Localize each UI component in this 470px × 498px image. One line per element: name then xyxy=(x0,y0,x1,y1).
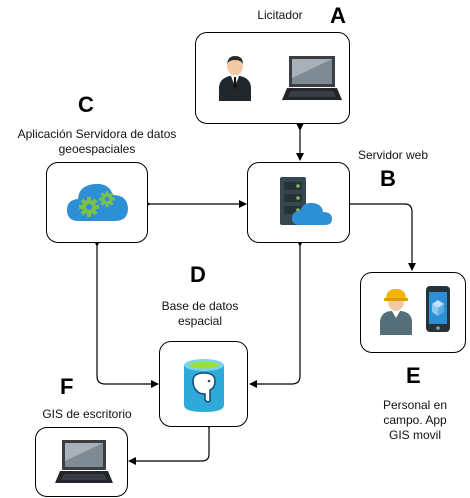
caption-personal-campo-line-1: Personal en xyxy=(382,398,448,412)
caption-licitador: Licitador xyxy=(257,8,303,22)
edge-b-e xyxy=(343,200,416,271)
edge-c-d xyxy=(93,239,159,388)
caption-aplicacion-servidora-line-1: Aplicación Servidora de datos xyxy=(17,127,177,141)
node-gis-escritorio[interactable] xyxy=(35,427,128,497)
node-servidor-web[interactable] xyxy=(247,162,350,243)
label-letter-b: B xyxy=(380,166,396,191)
cloud-gears-icon xyxy=(67,183,128,221)
caption-personal-campo-line-2: campo. App xyxy=(383,413,447,427)
laptop-icon xyxy=(55,440,113,483)
node-personal-campo[interactable] xyxy=(360,272,466,353)
label-letter-f: F xyxy=(60,374,74,399)
laptop-icon xyxy=(282,56,342,100)
label-letter-a: A xyxy=(330,3,346,28)
edge-d-f xyxy=(128,421,213,465)
label-letter-c: C xyxy=(78,92,94,117)
mobile-app-icon xyxy=(426,286,450,332)
businessman-icon xyxy=(219,56,251,101)
postgresql-database-icon xyxy=(184,359,224,412)
caption-gis-escritorio: GIS de escritorio xyxy=(42,407,132,421)
caption-aplicacion-servidora-line-2: geoespaciales xyxy=(58,142,136,156)
caption-base-de-datos-line-2: espacial xyxy=(177,314,223,328)
field-worker-icon xyxy=(380,289,412,335)
label-letter-d: D xyxy=(190,262,206,287)
server-cloud-icon xyxy=(280,177,332,225)
node-licitador[interactable] xyxy=(195,32,350,124)
edge-b-d xyxy=(249,239,304,388)
caption-base-de-datos-line-1: Base de datos xyxy=(161,299,239,313)
label-letter-e: E xyxy=(406,363,421,388)
node-base-de-datos[interactable] xyxy=(159,341,248,427)
caption-servidor-web: Servidor web xyxy=(357,148,429,162)
node-aplicacion-servidora[interactable] xyxy=(46,162,148,243)
caption-personal-campo-line-3: GIS movil xyxy=(388,428,441,442)
